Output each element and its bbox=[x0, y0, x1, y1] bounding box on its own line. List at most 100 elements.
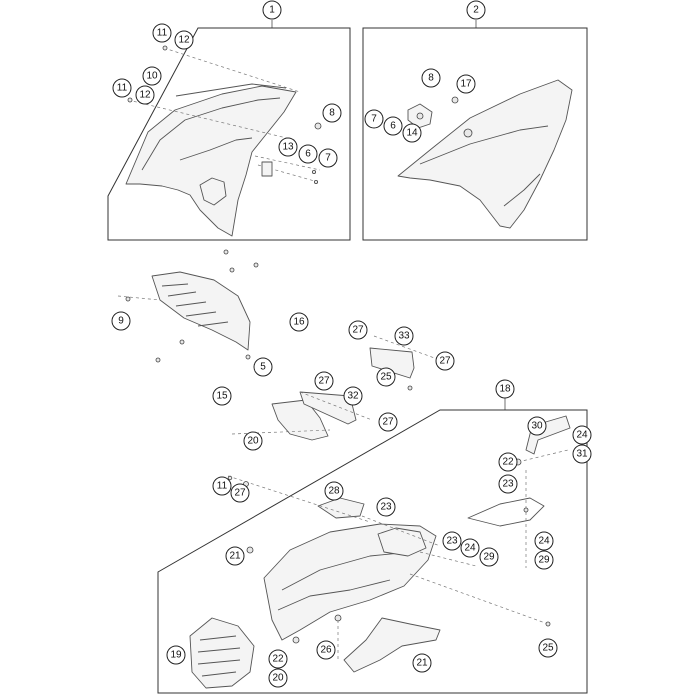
part-callout-15: 15 bbox=[212, 386, 232, 406]
part-callout-11: 11 bbox=[152, 23, 172, 43]
bracket-lower bbox=[231, 391, 373, 441]
part-callout-25: 25 bbox=[538, 638, 558, 658]
part-callout-16: 16 bbox=[289, 312, 309, 332]
part-callout-25: 25 bbox=[376, 367, 396, 387]
part-callout-26: 26 bbox=[316, 640, 336, 660]
part-callout-20: 20 bbox=[243, 431, 263, 451]
part-callout-24: 24 bbox=[534, 531, 554, 551]
callout-label: 10 bbox=[146, 71, 158, 82]
callout-label: 15 bbox=[216, 391, 228, 402]
callout-label: 20 bbox=[247, 436, 259, 447]
group-18-frame bbox=[157, 409, 588, 694]
callout-label: 23 bbox=[380, 502, 392, 513]
part-callout-21: 21 bbox=[412, 653, 432, 673]
part-callout-24: 24 bbox=[460, 538, 480, 558]
callout-label: 27 bbox=[382, 417, 394, 428]
callout-label: 16 bbox=[293, 317, 305, 328]
callout-label: 23 bbox=[446, 536, 458, 547]
callout-label: 26 bbox=[320, 645, 332, 656]
callout-label: 17 bbox=[460, 79, 472, 90]
callout-label: 27 bbox=[352, 325, 364, 336]
part-callout-11: 11 bbox=[212, 476, 232, 496]
part-callout-31: 31 bbox=[572, 444, 592, 464]
group-1-frame bbox=[107, 27, 351, 241]
callout-label: 11 bbox=[157, 28, 168, 39]
callout-label: 18 bbox=[499, 384, 511, 395]
callout-label: 32 bbox=[347, 391, 359, 402]
callout-label: 21 bbox=[416, 658, 428, 669]
callout-label: 11 bbox=[117, 83, 128, 94]
part-callout-21: 21 bbox=[225, 546, 245, 566]
callout-label: 24 bbox=[538, 536, 550, 547]
air-intake-cover bbox=[117, 249, 259, 363]
callout-label: 9 bbox=[118, 316, 124, 327]
part-callout-29: 29 bbox=[479, 547, 499, 567]
part-callout-22: 22 bbox=[498, 452, 518, 472]
part-callout-13: 13 bbox=[278, 137, 298, 157]
part-callout-29: 29 bbox=[534, 550, 554, 570]
belly-pan bbox=[246, 497, 437, 641]
callout-label: 8 bbox=[329, 108, 335, 119]
part-callout-33: 33 bbox=[394, 326, 414, 346]
part-callout-24: 24 bbox=[572, 425, 592, 445]
callout-label: 12 bbox=[139, 90, 151, 101]
callout-label: 2 bbox=[473, 5, 479, 16]
part-callout-30: 30 bbox=[527, 416, 547, 436]
callout-label: 27 bbox=[439, 356, 451, 367]
group-1-fasteners bbox=[127, 45, 322, 184]
callout-label: 29 bbox=[538, 555, 550, 566]
part-callout-28: 28 bbox=[324, 481, 344, 501]
part-callout-10: 10 bbox=[142, 66, 162, 86]
part-callout-12: 12 bbox=[174, 30, 194, 50]
callout-label: 22 bbox=[502, 457, 514, 468]
side-fairing-left bbox=[125, 83, 297, 237]
part-callout-27: 27 bbox=[230, 483, 250, 503]
callout-label: 28 bbox=[328, 486, 340, 497]
part-callout-32: 32 bbox=[343, 386, 363, 406]
callout-label: 19 bbox=[170, 650, 182, 661]
callout-label: 6 bbox=[390, 121, 396, 132]
part-callout-17: 17 bbox=[456, 74, 476, 94]
belly-pan-bracket bbox=[343, 617, 441, 673]
part-callout-7: 7 bbox=[364, 109, 384, 129]
part-callout-20: 20 bbox=[268, 668, 288, 688]
part-callout-8: 8 bbox=[322, 103, 342, 123]
callout-label: 27 bbox=[318, 376, 330, 387]
bracket-upper bbox=[369, 335, 441, 391]
part-callout-9: 9 bbox=[111, 311, 131, 331]
part-callout-6: 6 bbox=[383, 116, 403, 136]
part-callout-27: 27 bbox=[348, 320, 368, 340]
callout-label: 6 bbox=[305, 149, 311, 160]
callout-label: 5 bbox=[260, 362, 266, 373]
callout-label: 12 bbox=[178, 35, 190, 46]
part-callout-23: 23 bbox=[376, 497, 396, 517]
callout-label: 25 bbox=[542, 643, 554, 654]
callout-label: 27 bbox=[234, 488, 246, 499]
group-2-frame bbox=[362, 27, 588, 241]
callout-label: 23 bbox=[502, 479, 514, 490]
part-callout-14: 14 bbox=[402, 123, 422, 143]
callout-label: 20 bbox=[272, 673, 284, 684]
lower-vent-grille bbox=[189, 617, 255, 689]
part-callout-23: 23 bbox=[442, 531, 462, 551]
callout-label: 7 bbox=[325, 153, 331, 164]
callout-label: 1 bbox=[269, 5, 275, 16]
part-callout-23: 23 bbox=[498, 474, 518, 494]
rear-mount-bracket bbox=[467, 415, 571, 568]
callout-label: 24 bbox=[464, 543, 476, 554]
group-callout-18: 18 bbox=[495, 379, 515, 399]
part-callout-7: 7 bbox=[318, 148, 338, 168]
part-callout-12: 12 bbox=[135, 85, 155, 105]
part-callout-27: 27 bbox=[435, 351, 455, 371]
callout-label: 33 bbox=[398, 331, 410, 342]
callout-label: 13 bbox=[282, 142, 294, 153]
part-callout-8: 8 bbox=[421, 68, 441, 88]
callout-label: 7 bbox=[371, 114, 377, 125]
part-callout-11: 11 bbox=[112, 78, 132, 98]
callout-label: 29 bbox=[483, 552, 495, 563]
callout-label: 21 bbox=[229, 551, 241, 562]
part-callout-5: 5 bbox=[253, 357, 273, 377]
part-callout-27: 27 bbox=[314, 371, 334, 391]
callout-label: 11 bbox=[217, 481, 228, 492]
